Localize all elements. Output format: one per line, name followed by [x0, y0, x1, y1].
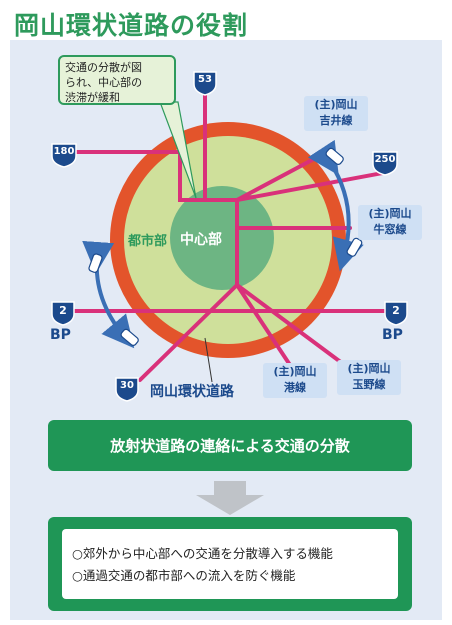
route-250-number: 250: [374, 154, 396, 165]
road-label-ushimado: (主)岡山 牛窓線: [358, 205, 422, 240]
central-area-label: 中心部: [180, 232, 222, 248]
car-icon: [88, 147, 363, 346]
route-2-right-number: 2: [392, 304, 400, 317]
central-area-circle: [170, 186, 274, 290]
route-2-left-number: 2: [59, 304, 67, 317]
bypass-left-label: BP: [50, 327, 71, 343]
ring-road-pointer: [204, 337, 213, 383]
road-label-line: 吉井線: [319, 114, 353, 127]
functions-box: ○郊外から中心部への交通を分散導入する機能 ○通過交通の都市部への流入を防ぐ機能: [48, 517, 412, 611]
route-2-left-shield: [51, 301, 75, 326]
route-53-number: 53: [198, 74, 212, 85]
function-item: ○郊外から中心部への交通を分散導入する機能: [72, 546, 333, 561]
road-label-line: 港線: [284, 381, 306, 394]
road-label-tamano: (主)岡山 玉野線: [337, 360, 401, 395]
urban-area-label: 都市部: [128, 234, 168, 249]
road-label-line: (主)岡山: [368, 207, 412, 220]
congestion-relief-callout: 交通の分散が図 られ、中心部の 渋滞が緩和: [58, 55, 176, 105]
road-label-line: (主)岡山: [273, 365, 317, 378]
route-250-shield: [372, 151, 398, 176]
ring-road-label: 岡山環状道路: [150, 384, 234, 400]
callout-line: られ、中心部の: [65, 76, 143, 89]
page-title: 岡山環状道路の役割: [14, 11, 249, 40]
route-180-number: 180: [53, 146, 75, 157]
callout-line: 渋滞が緩和: [65, 91, 120, 104]
traffic-dispersion-banner: 放射状道路の連絡による交通の分散: [48, 420, 412, 471]
road-label-yoshii: (主)岡山 吉井線: [304, 96, 368, 131]
route-2-right-shield: [384, 301, 408, 326]
road-label-minato: (主)岡山 港線: [263, 363, 327, 398]
road-label-line: (主)岡山: [314, 98, 358, 111]
function-item: ○通過交通の都市部への流入を防ぐ機能: [72, 568, 296, 583]
route-30-number: 30: [120, 380, 134, 391]
callout-line: 交通の分散が図: [65, 61, 142, 74]
route-30-shield: [115, 377, 139, 402]
road-label-line: (主)岡山: [347, 362, 391, 375]
road-label-line: 牛窓線: [373, 223, 407, 236]
route-180-shield: [51, 143, 77, 168]
route-53-shield: [193, 71, 217, 96]
down-arrow-icon: [196, 481, 264, 515]
bypass-right-label: BP: [382, 327, 403, 343]
functions-list: ○郊外から中心部への交通を分散導入する機能 ○通過交通の都市部への流入を防ぐ機能: [62, 529, 398, 599]
road-label-line: 玉野線: [352, 378, 386, 391]
